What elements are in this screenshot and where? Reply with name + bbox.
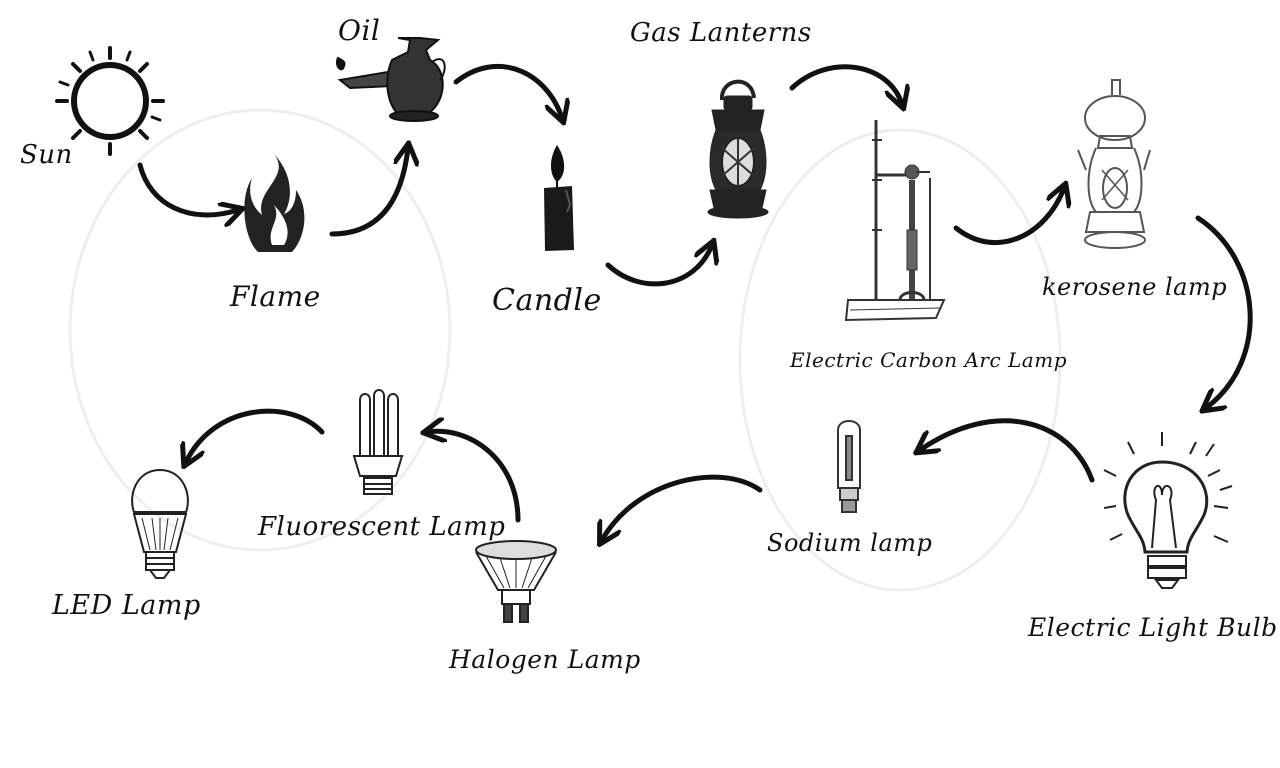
gas-lantern-icon <box>707 79 769 219</box>
arrow-fluorescent-to-led <box>186 408 325 462</box>
fluorescent-lamp-icon <box>352 389 404 495</box>
arrow-sodium-to-halogen <box>602 474 763 540</box>
arrow-gas-to-arc <box>789 64 902 104</box>
background-bulb-sketch <box>68 108 1062 592</box>
arrow-halogen-to-fluorescent <box>428 431 521 523</box>
label-gas-lanterns: Gas Lanterns <box>630 18 812 48</box>
sodium-lamp-icon <box>837 420 861 513</box>
led-lamp-icon <box>131 468 189 579</box>
oil-lamp-icon <box>335 37 446 122</box>
arrow-candle-to-gas <box>605 245 712 287</box>
arrow-sun-to-flame <box>137 162 238 215</box>
label-halogen-lamp: Halogen Lamp <box>449 645 641 674</box>
arrow-flame-to-oil <box>329 148 408 237</box>
flame-icon <box>244 155 305 252</box>
arrow-oil-to-candle <box>453 64 562 118</box>
label-flame: Flame <box>230 280 321 313</box>
label-kerosene-lamp: kerosene lamp <box>1042 273 1228 301</box>
candle-icon <box>544 145 574 251</box>
arrow-bulb-to-sodium <box>920 418 1095 483</box>
halogen-lamp-icon <box>475 540 557 623</box>
label-electric-carbon-arc-lamp: Electric Carbon Arc Lamp <box>790 348 1067 372</box>
label-oil: Oil <box>338 14 381 47</box>
sun-icon <box>55 46 165 156</box>
arrow-kerosene-to-bulb <box>1195 215 1253 408</box>
label-electric-light-bulb: Electric Light Bulb <box>1028 613 1278 642</box>
carbon-arc-lamp-icon <box>844 120 946 322</box>
arrow-arc-to-kerosene <box>953 188 1064 246</box>
label-led-lamp: LED Lamp <box>52 590 201 621</box>
label-fluorescent-lamp: Fluorescent Lamp <box>258 512 506 542</box>
label-sun: Sun <box>20 140 73 170</box>
label-candle: Candle <box>492 283 602 318</box>
kerosene-lamp-icon <box>1077 79 1151 249</box>
label-sodium-lamp: Sodium lamp <box>767 529 933 557</box>
flow-arrows <box>137 64 1253 540</box>
light-bulb-icon <box>1103 432 1233 589</box>
